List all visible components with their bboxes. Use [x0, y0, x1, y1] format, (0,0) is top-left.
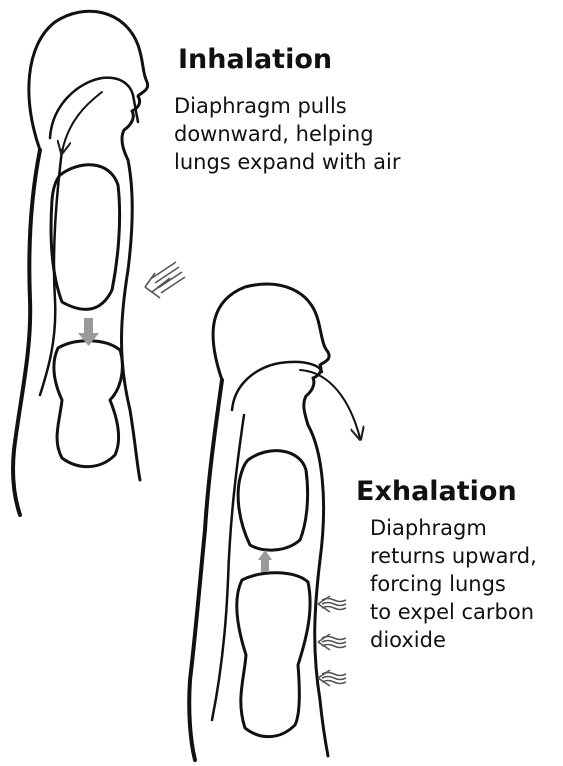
inhalation-wavy-arrow: [145, 262, 185, 298]
inhalation-heading: Inhalation: [178, 44, 332, 75]
inhalation-figure: [13, 11, 148, 515]
inhalation-line-1: Diaphragm pulls: [174, 92, 400, 120]
exhalation-description: Diaphragm returns upward, forcing lungs …: [370, 514, 537, 654]
exhalation-line-5: dioxide: [370, 626, 537, 654]
inhalation-line-3: lungs expand with air: [174, 148, 400, 176]
exhalation-heading: Exhalation: [356, 476, 517, 507]
inhalation-line-2: downward, helping: [174, 120, 400, 148]
exhalation-figure: [189, 284, 360, 760]
exhalation-abdomen: [237, 573, 310, 737]
inhalation-air-arrow: [62, 92, 102, 152]
inhalation-abdomen: [54, 341, 122, 467]
exhalation-line-3: forcing lungs: [370, 570, 537, 598]
exhalation-lung: [238, 451, 307, 550]
exhalation-line-1: Diaphragm: [370, 514, 537, 542]
exhalation-back-line: [189, 380, 222, 760]
inhalation-throat-line: [40, 150, 62, 395]
exhalation-line-4: to expel carbon: [370, 598, 537, 626]
exhalation-throat-line: [212, 415, 244, 720]
exhalation-wavy-arrows: [318, 596, 346, 686]
inhalation-airway: [50, 78, 133, 138]
diaphragm-up-arrow: [258, 550, 272, 572]
inhalation-description: Diaphragm pulls downward, helping lungs …: [174, 92, 400, 176]
exhalation-line-2: returns upward,: [370, 542, 537, 570]
exhalation-airway: [232, 362, 322, 410]
inhalation-back-line: [13, 150, 40, 515]
inhalation-lung: [51, 165, 120, 310]
